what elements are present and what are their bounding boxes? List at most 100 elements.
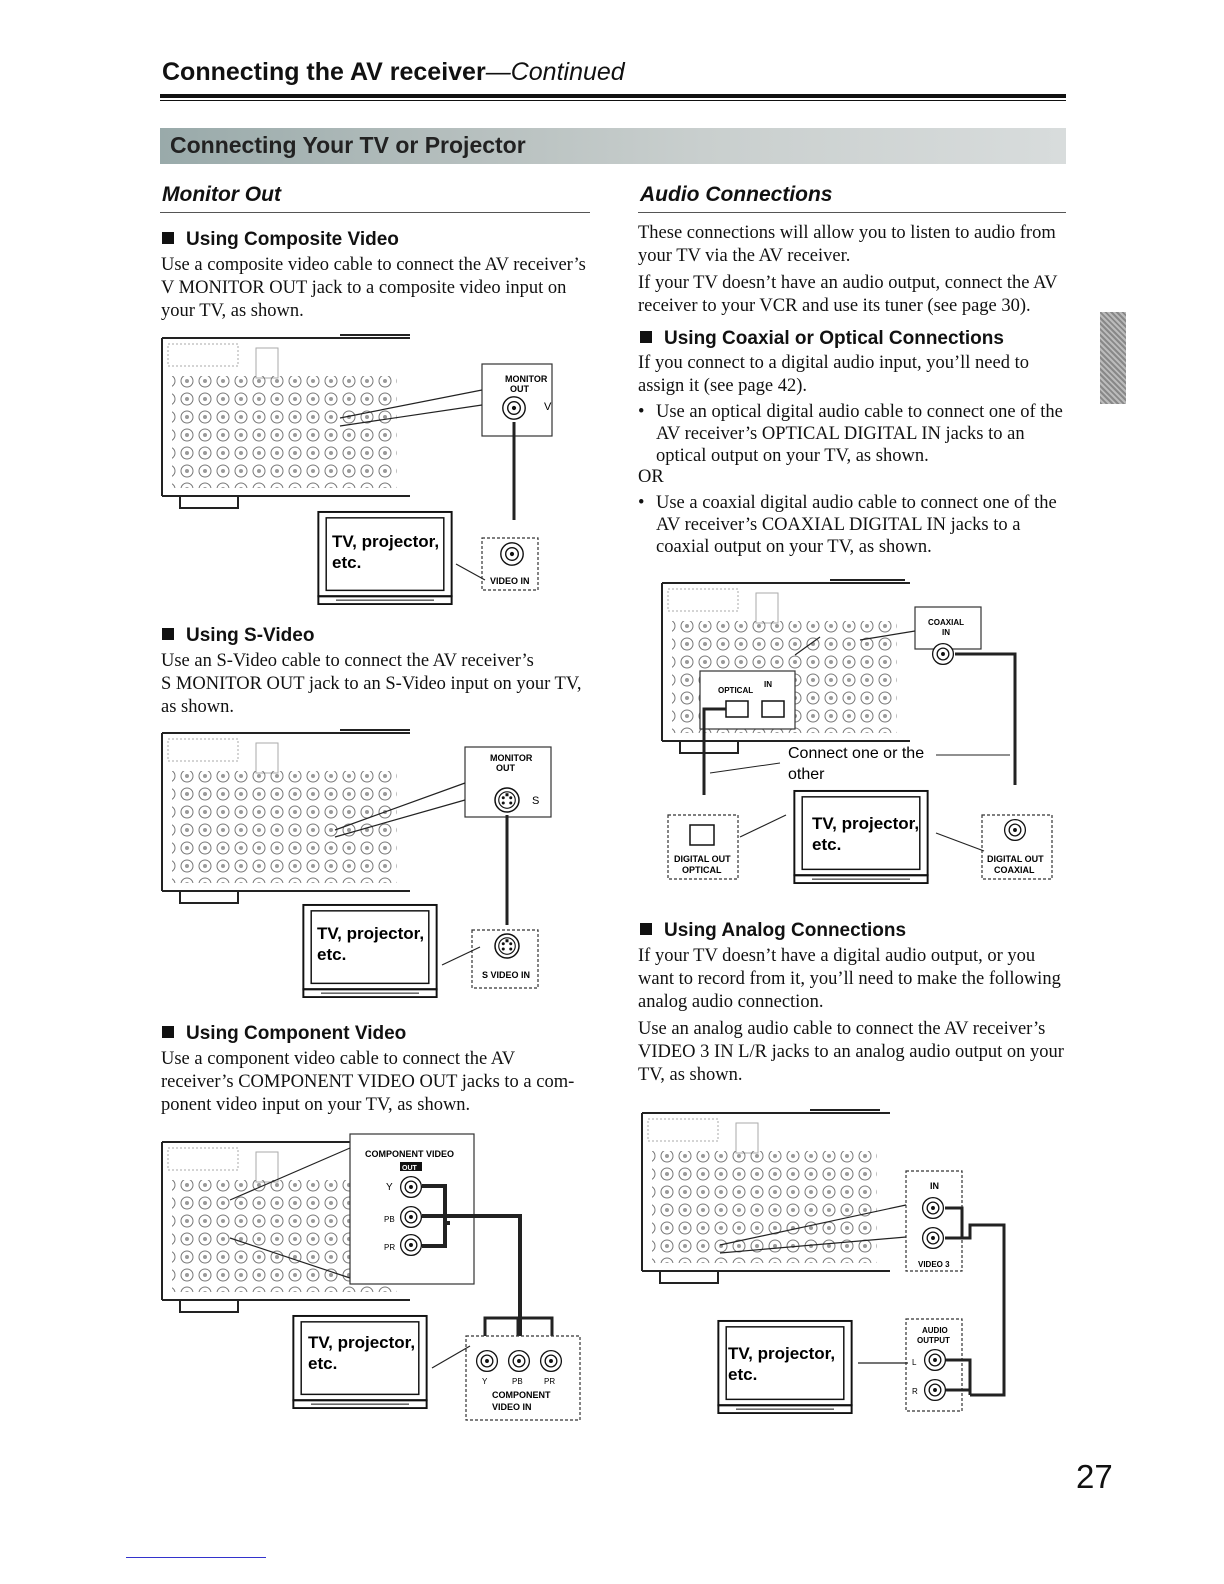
- text-line: receiver’s COMPONENT VIDEO OUT jacks to …: [161, 1072, 575, 1092]
- component-text: Use a component video cable to connect t…: [161, 1048, 574, 1117]
- analog-heading: Using Analog Connections: [640, 920, 906, 942]
- out-badge: OUT: [402, 1165, 418, 1172]
- tv-label2: etc.: [728, 1365, 757, 1384]
- text-line: These connections will allow you to list…: [638, 223, 1056, 243]
- pr-label: PR: [544, 1377, 555, 1386]
- audio-output-label2: OUTPUT: [917, 1336, 950, 1345]
- r-label: R: [912, 1387, 918, 1396]
- rca-jack-icon: [502, 396, 526, 420]
- square-bullet-icon: [162, 232, 174, 244]
- svideo-heading: Using S-Video: [162, 625, 314, 647]
- coaxial-in-label: COAXIAL: [928, 618, 964, 627]
- monitor-out-heading: Monitor Out: [162, 183, 281, 206]
- digital-out-coaxial-label2: COAXIAL: [994, 865, 1035, 875]
- rca-jack-icon: [500, 542, 524, 566]
- svideo-diagram: MONITOR OUT S TV, projector, etc. S VIDE…: [161, 729, 552, 999]
- text-line: Use a component video cable to connect t…: [161, 1049, 516, 1069]
- tv-label: TV, projector,: [317, 924, 424, 943]
- pb-label: PB: [384, 1215, 395, 1224]
- rca-jack-icon: [475, 1349, 499, 1373]
- tv-label2: etc.: [332, 553, 361, 572]
- svideo-jack-icon: [494, 787, 520, 813]
- square-bullet-icon: [640, 331, 652, 343]
- optical-bullet: Use an optical digital audio cable to co…: [638, 401, 1063, 467]
- digital-title: Using Coaxial or Optical Connections: [664, 328, 1004, 349]
- text-line: receiver to your VCR and use its tuner (…: [638, 296, 1031, 316]
- analog-title: Using Analog Connections: [664, 920, 907, 941]
- rca-jack-icon: [1003, 818, 1027, 842]
- header-subtitle: —Continued: [485, 58, 625, 86]
- y-label: Y: [386, 1182, 393, 1193]
- receiver-icon: [161, 732, 410, 904]
- rca-jack-icon: [399, 1175, 423, 1199]
- pr-label: PR: [384, 1243, 395, 1252]
- header-rule-thin: [160, 100, 1066, 101]
- monitor-out-rule: [160, 212, 590, 213]
- monitor-out-label: MONITOR: [490, 753, 533, 763]
- note-text2: other: [788, 766, 825, 783]
- digital-out-optical-label2: OPTICAL: [682, 865, 722, 875]
- digital-out-optical-label: DIGITAL OUT: [674, 854, 731, 864]
- jack-v-label: V: [544, 401, 552, 413]
- tv-label2: etc.: [812, 835, 841, 854]
- component-title: Using Component Video: [186, 1023, 407, 1044]
- l-label: L: [912, 1358, 917, 1367]
- rca-jack-icon: [923, 1378, 947, 1402]
- rca-jack-icon: [921, 1226, 945, 1250]
- optical-in-label2: IN: [764, 680, 772, 689]
- video-in-label: VIDEO IN: [490, 576, 530, 586]
- text-line: your TV, as shown.: [161, 301, 304, 321]
- header-title: Connecting the AV receiver: [162, 58, 486, 86]
- text-line: AV receiver’s COAXIAL DIGITAL IN jacks t…: [656, 515, 1021, 535]
- tv-label: TV, projector,: [812, 814, 919, 833]
- tv-label: TV, projector,: [332, 532, 439, 551]
- header-rule: [160, 94, 1066, 98]
- monitor-out-label2: OUT: [510, 384, 530, 394]
- page-number: 27: [1076, 1458, 1113, 1495]
- receiver-icon: [161, 337, 410, 509]
- tv-label: TV, projector,: [308, 1333, 415, 1352]
- digital-text: If you connect to a digital audio input,…: [638, 352, 1029, 398]
- text-line: as shown.: [161, 697, 234, 717]
- composite-diagram: MONITOR OUT V TV, projector, etc. VIDEO …: [161, 334, 553, 606]
- text-line: V MONITOR OUT jack to a composite video …: [161, 278, 567, 298]
- text-line: TV, as shown.: [638, 1065, 743, 1085]
- text-line: If you connect to a digital audio input,…: [638, 353, 1029, 373]
- text-line: optical output on your TV, as shown.: [656, 446, 929, 466]
- svideo-jack-icon: [494, 933, 520, 959]
- analog-text: If your TV doesn’t have a digital audio …: [638, 945, 1064, 1087]
- component-heading: Using Component Video: [162, 1023, 406, 1045]
- square-bullet-icon: [162, 1026, 174, 1038]
- rca-jack-icon: [923, 1348, 947, 1372]
- svideo-title: Using S-Video: [186, 625, 315, 646]
- text-line: If your TV doesn’t have an audio output,…: [638, 273, 1058, 293]
- tv-label2: etc.: [317, 945, 346, 964]
- rca-jack-icon: [921, 1196, 945, 1220]
- video3-label: VIDEO 3: [918, 1260, 950, 1269]
- component-diagram: COMPONENT VIDEO OUT Y PB PR TV, projecto…: [161, 1133, 581, 1421]
- svideo-text: Use an S-Video cable to connect the AV r…: [161, 650, 581, 719]
- text-line: Use an analog audio cable to connect the…: [638, 1019, 1046, 1039]
- optical-in-label: OPTICAL: [718, 686, 753, 695]
- audio-intro: These connections will allow you to list…: [638, 222, 1057, 318]
- component-video-label: COMPONENT VIDEO: [365, 1149, 454, 1159]
- component-in-label: COMPONENT: [492, 1390, 551, 1400]
- page-header: Connecting the AV receiver—Continued: [162, 58, 625, 87]
- rca-jack-icon: [931, 642, 955, 666]
- text-line: Use an S-Video cable to connect the AV r…: [161, 651, 534, 671]
- tv-label: TV, projector,: [728, 1344, 835, 1363]
- tv-label2: etc.: [308, 1354, 337, 1373]
- square-bullet-icon: [640, 923, 652, 935]
- digital-heading: Using Coaxial or Optical Connections: [640, 328, 1004, 350]
- y-label: Y: [482, 1377, 488, 1386]
- rca-jack-icon: [399, 1205, 423, 1229]
- analog-diagram: IN VIDEO 3 TV, projector, etc. AUDIO OUT…: [641, 1109, 1006, 1415]
- coaxial-bullet: Use a coaxial digital audio cable to con…: [638, 492, 1057, 558]
- rca-jack-icon: [399, 1233, 423, 1257]
- footer-line: [126, 1557, 266, 1558]
- rca-jack-icon: [507, 1349, 531, 1373]
- text-line: Use a coaxial digital audio cable to con…: [656, 493, 1057, 513]
- text-line: coaxial output on your TV, as shown.: [656, 537, 932, 557]
- text-line: If your TV doesn’t have a digital audio …: [638, 946, 1036, 966]
- monitor-out-label: MONITOR: [505, 374, 548, 384]
